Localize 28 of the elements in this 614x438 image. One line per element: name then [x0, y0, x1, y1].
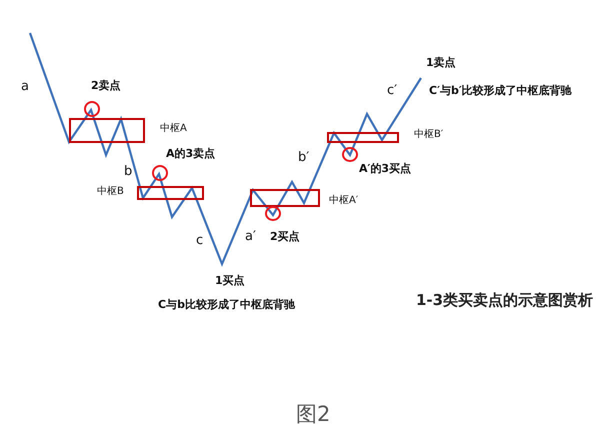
segment-label: c — [196, 234, 204, 248]
pivot-zone-box — [69, 118, 145, 143]
pivot-zone-box — [137, 186, 204, 200]
point-label: 2买点 — [270, 231, 300, 244]
figure-caption: 图2 — [296, 401, 330, 428]
highlight-circle — [265, 206, 281, 221]
highlight-circle — [84, 101, 100, 117]
pivot-zone-box — [250, 189, 320, 207]
point-label: 2卖点 — [91, 80, 121, 92]
pivot-label: 中枢B — [97, 186, 124, 197]
segment-label: b — [124, 165, 132, 180]
segment-label: c′ — [387, 84, 398, 98]
annotation-text: 1买点 — [215, 275, 245, 288]
annotation-text: C′与b′比较形成了中枢底背驰 — [429, 85, 572, 98]
pivot-zone-box — [327, 132, 399, 143]
segment-label: a — [21, 80, 29, 94]
highlight-circle — [342, 147, 358, 162]
pivot-label: 中枢B′ — [414, 129, 444, 140]
annotation-text: C与b比较形成了中枢底背驰 — [158, 299, 295, 312]
pivot-label: 中枢A — [160, 123, 187, 134]
point-label: A的3卖点 — [166, 148, 216, 160]
chart-title: 1-3类买卖点的示意图赏析 — [416, 291, 594, 310]
highlight-circle — [152, 165, 168, 181]
segment-label: b′ — [298, 151, 310, 166]
point-label: A′的3买点 — [359, 163, 412, 176]
annotation-text: 1卖点 — [426, 57, 456, 70]
pivot-label: 中枢A′ — [329, 195, 358, 206]
segment-label: a′ — [245, 230, 256, 244]
